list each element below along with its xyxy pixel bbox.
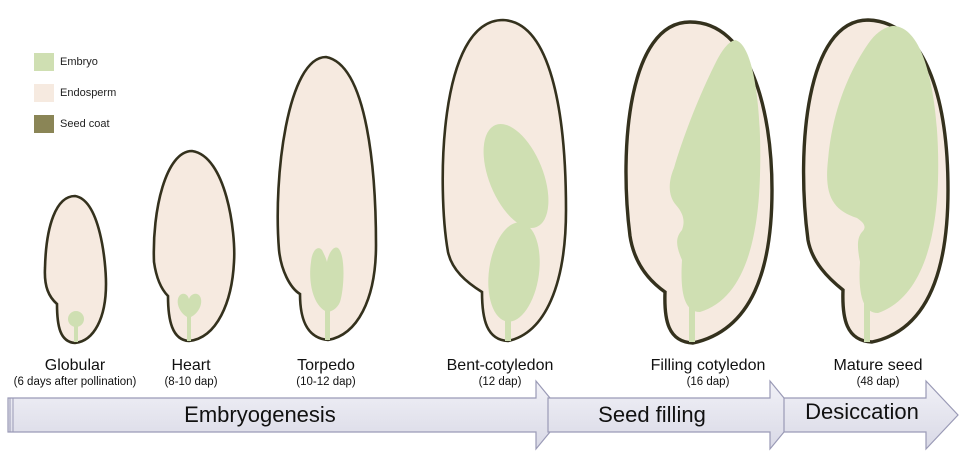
embryo-torpedo [310,247,344,312]
stage-label-mature-seed: Mature seed (48 dap) [834,356,923,389]
suspensor-heart [187,316,191,341]
seed-coat-torpedo [276,55,378,342]
stage-label-heart: Heart (8-10 dap) [164,356,217,389]
legend-label-endosperm: Endosperm [60,87,117,99]
stage-label-filling-cotyledon: Filling cotyledon (16 dap) [651,356,766,389]
embryo-mature [827,26,939,313]
stage-label-globular: Globular (6 days after pollination) [14,356,137,389]
stage-sub-mature-seed: (48 dap) [856,376,900,388]
phase-label-embryogenesis: Embryogenesis [184,402,336,427]
stage-sub-torpedo: (10-12 dap) [296,376,356,388]
stage-sub-filling-cotyledon: (16 dap) [686,376,730,388]
stage-name-globular: Globular [44,357,106,374]
stage-name-filling-cotyledon: Filling cotyledon [650,357,766,374]
legend-label-seed-coat: Seed coat [60,118,110,130]
suspensor-mature [864,300,870,342]
seed-filling-cotyledon [624,20,774,345]
legend-swatch-endosperm [34,84,54,102]
seed-bent-cotyledon [441,18,568,343]
legend-label-embryo: Embryo [60,56,98,68]
embryo-heart [177,293,202,318]
stage-sub-heart: (8-10 dap) [164,376,218,388]
seed-torpedo [276,55,378,342]
legend-item-seed-coat: Seed coat [34,112,116,136]
embryo-filling [669,40,761,312]
stage-label-torpedo: Torpedo (10-12 dap) [296,356,355,389]
embryo-globular [68,311,84,327]
stage-name-mature-seed: Mature seed [833,357,923,374]
suspensor-globular [74,322,78,342]
arrow-desiccation [783,379,959,451]
embryo-bent-lower-body [488,222,540,322]
legend: Embryo Endosperm Seed coat [34,50,116,143]
seed-coat-heart [152,149,236,343]
seed-heart [152,149,236,343]
seed-globular [43,194,108,345]
legend-item-endosperm: Endosperm [34,81,116,105]
stage-sub-bent-cotyledon: (12 dap) [478,376,522,388]
phase-label-desiccation: Desiccation [805,399,919,424]
timeline-arrows [7,379,959,451]
stage-name-heart: Heart [171,357,211,374]
seed-mature [801,18,950,344]
stage-sub-globular: (6 days after pollination) [13,376,137,388]
embryo-bent-upper-cotyledon [483,124,549,228]
legend-item-embryo: Embryo [34,50,116,74]
legend-swatch-seed-coat [34,115,54,133]
legend-swatch-embryo [34,53,54,71]
suspensor-filling [689,300,695,342]
stage-label-bent-cotyledon: Bent-cotyledon (12 dap) [447,356,554,389]
suspensor-torpedo [325,300,330,340]
phase-label-seed-filling: Seed filling [598,402,706,427]
suspensor-bent [505,305,511,341]
stage-name-torpedo: Torpedo [297,357,355,374]
seed-coat-globular [43,194,108,345]
stage-name-bent-cotyledon: Bent-cotyledon [446,357,554,374]
